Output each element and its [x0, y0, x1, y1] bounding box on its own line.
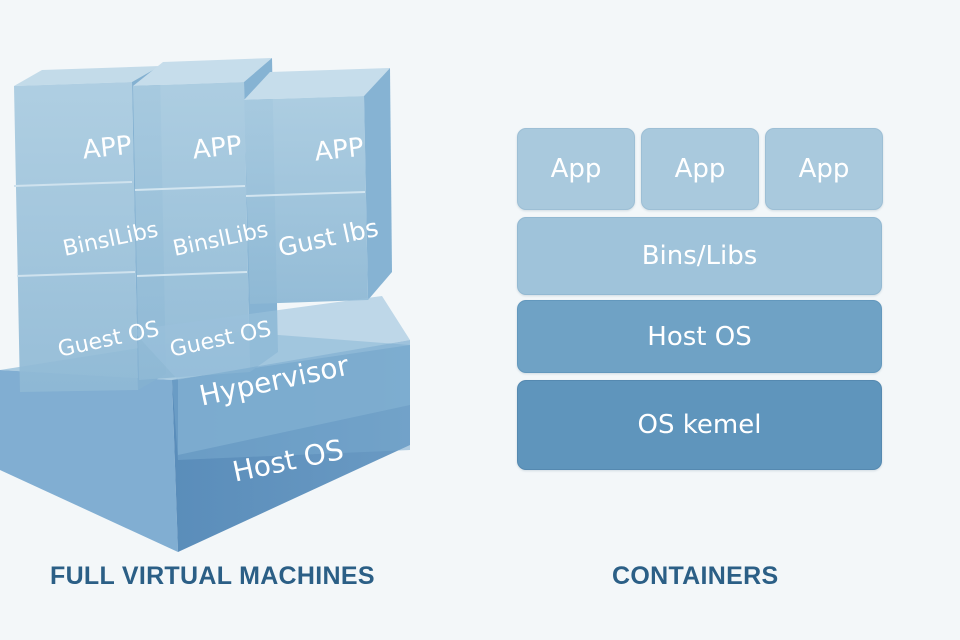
vm-hypervisor-layer — [132, 296, 410, 455]
container-os-kernel: OS kemel — [517, 380, 882, 470]
container-bins-libs: Bins/Libs — [517, 217, 882, 295]
container-app-1: App — [517, 128, 635, 210]
vm-app-label-2: APP — [191, 131, 243, 166]
vm-stack-3 — [244, 68, 392, 304]
vm-diagram: APP APP APP BinslLibs BinslLibs Gust lbs… — [0, 58, 410, 552]
vm-app-label-1: APP — [81, 131, 133, 166]
container-app-2: App — [641, 128, 759, 210]
full-vm-caption: FULL VIRTUAL MACHINES — [50, 562, 375, 590]
containers-caption: CONTAINERS — [612, 562, 779, 590]
vm-app-label-3: APP — [313, 133, 365, 168]
container-host-os: Host OS — [517, 300, 882, 373]
container-app-3: App — [765, 128, 883, 210]
